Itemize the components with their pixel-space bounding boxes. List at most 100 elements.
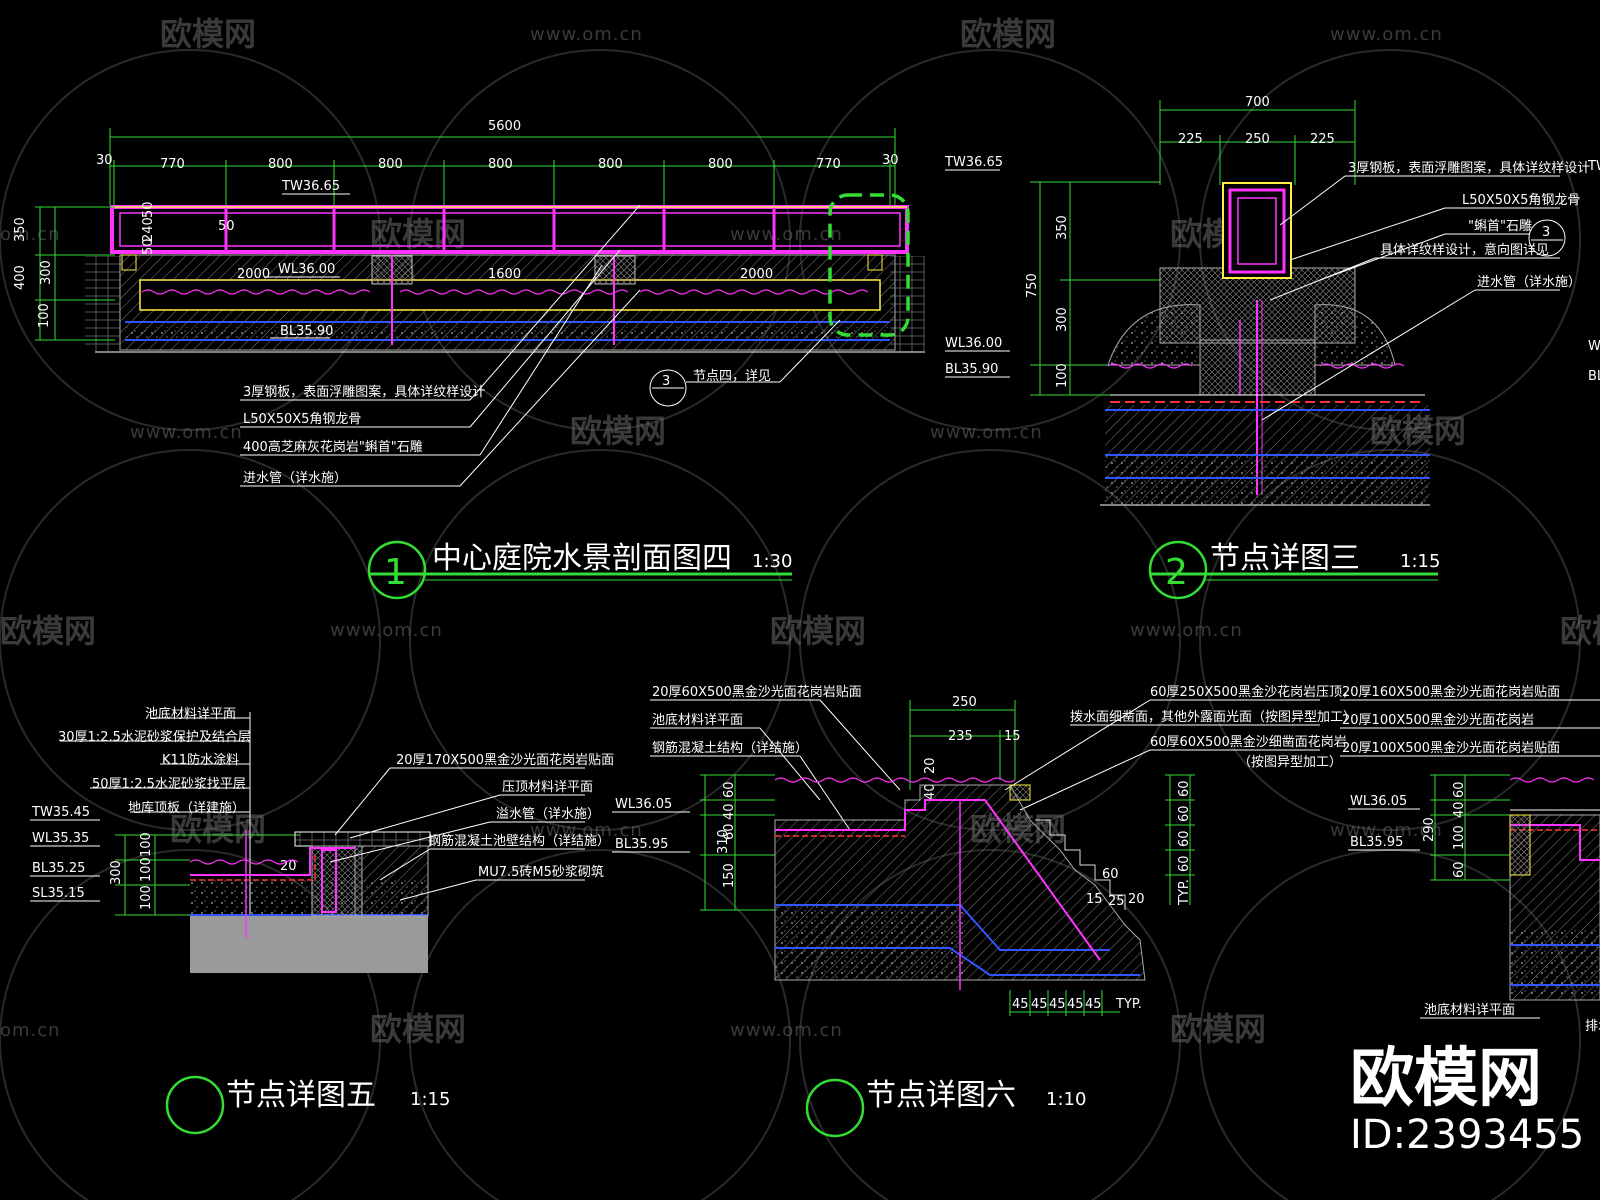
callout-text: 3厚钢板，表面浮雕图案，具体详纹样设计 (243, 385, 485, 400)
dim-small: 20 (923, 757, 938, 774)
drawing-title: 节点详图六 (866, 1078, 1016, 1113)
dim-inner: 50 (141, 201, 156, 218)
watermark-brand: 欧模网 (960, 15, 1056, 53)
watermark-url: www.om.cn (1330, 820, 1443, 841)
callout-text: 拨水面细凿面，其他外露面光面（按图异型加工） (1070, 710, 1356, 725)
callout-text: 50厚1:2.5水泥砂浆找平层 (92, 777, 246, 792)
dim-vertical: 100 (37, 303, 52, 328)
callout-text: 钢筋混凝土池壁结构（详结施） (428, 833, 610, 849)
callout-text: 地库顶板（详建施） (128, 800, 245, 816)
callout-text: 压顶材料详平面 (502, 780, 593, 795)
dim-inner: 240 (141, 217, 156, 242)
edge-label: WL (1588, 339, 1600, 354)
dim-vertical: 100 (139, 885, 154, 910)
dim-segment: 770 (816, 157, 841, 172)
ref-badge: 3 (662, 374, 670, 389)
dim-vertical: 100 (1055, 363, 1070, 388)
level-wl: WL36.00 (945, 336, 1002, 351)
dim-vertical: 310 (716, 829, 731, 854)
section-drawing-4: 20厚60X500黑金沙光面花岗岩贴面 池底材料详平面 钢筋混凝土结构（详结施）… (612, 684, 1356, 1138)
dim-vertical: 300 (1055, 307, 1070, 332)
dim-step: 20 (1128, 892, 1145, 907)
dim-vertical: 60 (722, 823, 737, 840)
ref-text: 节点四，详见 (693, 369, 771, 384)
dim-top: 15 (1004, 729, 1021, 744)
edge-label: BL (1588, 369, 1600, 384)
drawing-scale: 1:15 (410, 1089, 450, 1110)
callout-text: 池底材料详平面 (652, 712, 743, 728)
dim-vertical: 400 (13, 265, 28, 290)
drawing-scale: 1:15 (1400, 551, 1440, 572)
watermark-url: www.om.cn (330, 620, 443, 641)
dim-step: 15 (1086, 892, 1103, 907)
level-bl: BL35.90 (280, 324, 333, 339)
dim-sub: 225 (1178, 132, 1203, 147)
callout-text: K11防水涂料 (162, 752, 239, 768)
callout-text: 排水 (1585, 1019, 1600, 1034)
watermark-brand: 欧模网 (370, 215, 466, 253)
dim-vertical: TYP. (1177, 879, 1192, 906)
dim-vertical: 40 (722, 803, 737, 820)
level: TW35.45 (31, 805, 90, 820)
dim-bottom: 45 (1085, 997, 1102, 1012)
level-tw: TW36.65 (281, 179, 340, 194)
dim-top: 700 (1245, 95, 1270, 110)
dim-inner-small: 50 (218, 219, 235, 234)
watermark-brand: 欧模网 (570, 412, 666, 450)
callout-text: 20厚160X500黑金沙光面花岗岩贴面 (1342, 684, 1560, 700)
dim-vertical: 60 (1177, 855, 1192, 872)
watermark-url: www.om.cn (730, 1020, 843, 1041)
level-wl: WL36.00 (278, 262, 335, 277)
dim-vertical: 60 (722, 781, 737, 798)
level: WL35.35 (32, 831, 89, 846)
watermark-url: www.om.cn (730, 224, 843, 245)
dim-bottom: 45 (1067, 997, 1084, 1012)
dim-vertical: 60 (1177, 780, 1192, 797)
dim-vertical: 300 (109, 860, 124, 885)
dim-span: 2000 (237, 267, 270, 282)
dim-bottom: 45 (1031, 997, 1048, 1012)
dim-vertical: 350 (13, 217, 28, 242)
callout-text: 具体详纹样设计，意向图详见 (1380, 242, 1549, 258)
watermark-url: om.cn (0, 224, 61, 245)
edge-label: TW (1587, 159, 1600, 174)
level: WL36.05 (615, 797, 672, 812)
watermark-url: www.om.cn (930, 422, 1043, 443)
dim-top: 250 (952, 695, 977, 710)
dim-segment: 30 (96, 153, 113, 168)
dim-segment: 800 (708, 157, 733, 172)
level: SL35.15 (32, 886, 85, 901)
callout-text: 钢筋混凝土结构（详结施） (652, 740, 808, 756)
drawing-scale: 1:10 (1046, 1089, 1086, 1110)
callout-text: 20厚170X500黑金沙光面花岗岩贴面 (396, 752, 614, 768)
section-drawing-3: 池底材料详平面 30厚1:2.5水泥砂浆保护及结合层 K11防水涂料 50厚1:… (30, 706, 614, 1135)
dim-vertical: 60 (1452, 861, 1467, 878)
watermark-brand: 欧模网 (0, 612, 96, 650)
watermark-brand: 欧模网 (1560, 612, 1600, 650)
brand-stamp-name: 欧模网 (1350, 1042, 1542, 1116)
level-tw: TW36.65 (944, 155, 1003, 170)
watermark-url: www.om.cn (1330, 24, 1443, 45)
callout-text: L50X50X5角钢龙骨 (1462, 193, 1580, 208)
dim-vertical: 100 (139, 857, 154, 882)
dim-segment: 800 (378, 157, 403, 172)
dim-vertical: 60 (1177, 830, 1192, 847)
drawing-scale: 1:30 (752, 551, 792, 572)
drawing-title: 中心庭院水景剖面图四 (432, 541, 732, 576)
dim-vertical: 150 (722, 863, 737, 888)
dim-vertical: 100 (1452, 825, 1467, 850)
callout-text: 3厚钢板，表面浮雕图案，具体详纹样设计 (1348, 161, 1590, 176)
level: WL36.05 (1350, 794, 1407, 809)
section-drawing-1: 5600 30 770 800 800 800 800 800 770 30 T… (13, 119, 925, 600)
dim-step: 25 (1108, 894, 1125, 909)
callout-text: 400高芝麻灰花岗岩"蝌首"石雕 (243, 439, 423, 455)
dim-vertical: 60 (1452, 781, 1467, 798)
section-drawing-5: 20厚160X500黑金沙光面花岗岩贴面 20厚100X500黑金沙光面花岗岩 … (1340, 684, 1600, 1034)
dim-segment: 30 (882, 153, 899, 168)
watermark-brand: 欧模网 (1170, 1010, 1266, 1048)
brand-stamp: 欧模网 ID:2393455 (1350, 1042, 1584, 1158)
callout-text: "蝌首"石雕 (1468, 219, 1532, 234)
watermark-brand: 欧模网 (770, 612, 866, 650)
watermark-brand: 欧模网 (370, 1010, 466, 1048)
